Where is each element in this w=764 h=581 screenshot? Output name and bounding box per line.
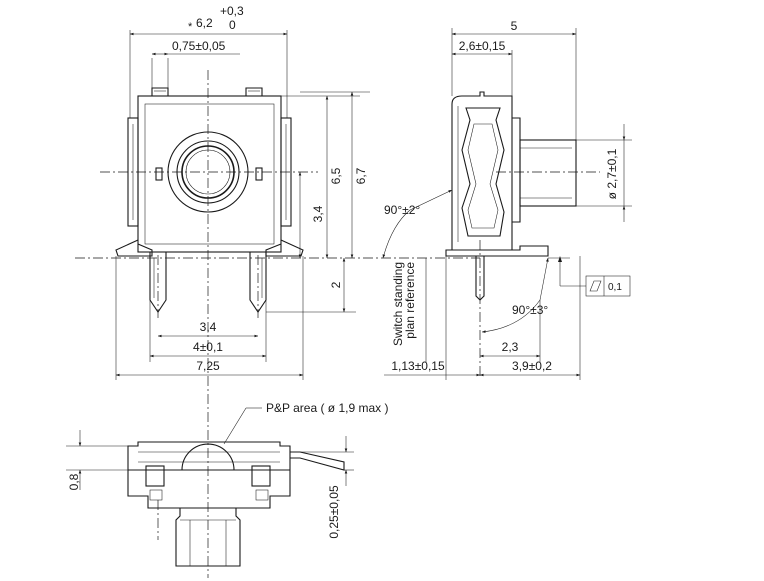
dim-star: * [188, 21, 193, 33]
side-view-dimensions: 5 2,6±0,15 ø 2,7±0,1 0,1 90°±3° 2,3 [384, 19, 632, 380]
bottom-right-pin [290, 451, 345, 471]
dim-5: 5 [511, 19, 518, 33]
dim-7-25: 7,25 [196, 359, 220, 373]
bottom-view-plunger [175, 508, 241, 567]
dim-6-2: 6,2 [196, 16, 213, 30]
dim-2: 2 [329, 281, 343, 288]
side-view-base [445, 245, 549, 257]
dim-dia-2-7: ø 2,7±0,1 [605, 148, 619, 199]
dim-3-9: 3,9±0,2 [512, 359, 552, 373]
dim-3-4-horizontal: 3,4 [200, 320, 217, 334]
angle-90-2: 90°±2° [384, 203, 420, 217]
spring-profile [461, 107, 505, 237]
top-right-tab [245, 87, 263, 96]
dim-1-13: 1,13±0,15 [391, 359, 445, 373]
top-view-body [137, 95, 282, 253]
dim-2-3: 2,3 [502, 340, 519, 354]
reference-label-line-1: Switch standing [391, 262, 405, 346]
side-view-button [519, 139, 577, 207]
dim-4: 4±0,1 [193, 340, 223, 354]
dim-0-75: 0,75±0,05 [172, 39, 226, 53]
left-foot [115, 239, 153, 257]
dim-3-4-vertical: 3,4 [311, 205, 325, 222]
dim-0-8: 0,8 [67, 473, 81, 490]
dim-0-25: 0,25±0,05 [327, 485, 341, 539]
pp-area-label: P&P area ( ø 1,9 max ) [266, 401, 389, 415]
flatness-frame [585, 275, 631, 297]
angle-90-3: 90°±3° [512, 303, 548, 317]
top-view [75, 70, 480, 578]
side-view [445, 91, 600, 378]
top-left-tab [151, 87, 169, 96]
top-view-dimensions: * 6,2 +0,3 0 0,75±0,05 6,5 6,7 3,4 2 3,4… [115, 4, 453, 380]
bottom-view-dimensions: P&P area ( ø 1,9 max ) 0,8 0,25±0,05 [66, 401, 389, 539]
dim-2-6: 2,6±0,15 [459, 39, 506, 53]
side-view-frame [451, 91, 513, 250]
dim-6-5: 6,5 [329, 167, 343, 184]
dim-6-2-tol-upper: +0,3 [220, 4, 244, 18]
flatness-symbol-icon [589, 280, 602, 292]
dim-6-7: 6,7 [354, 167, 368, 184]
reference-label-line-2: plan reference [403, 262, 417, 339]
pp-area-circle [181, 443, 235, 471]
flatness-value: 0,1 [608, 282, 622, 293]
bottom-view [127, 441, 345, 567]
dim-6-2-tol-lower: 0 [229, 18, 236, 32]
